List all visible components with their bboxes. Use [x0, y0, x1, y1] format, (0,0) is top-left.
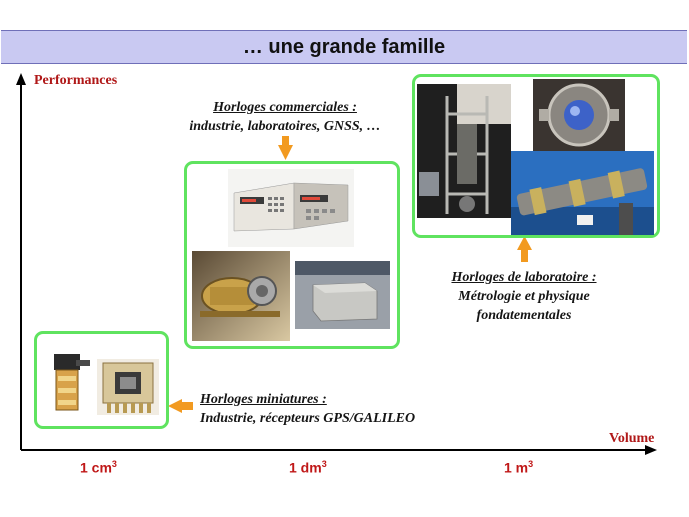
arrow-miniature — [168, 399, 193, 413]
miniature-clock-photo — [44, 346, 94, 418]
caption-laboratory: Horloges de laboratoire : Métrologie et … — [406, 268, 642, 325]
tick-label-m3: 1 m3 — [504, 459, 534, 476]
laboratory-detail-2: fondatementales — [476, 308, 572, 323]
x-axis-label: Volume — [609, 431, 655, 446]
miniature-chip-photo — [97, 359, 159, 415]
caption-miniature: Horloges miniatures : Industrie, récepte… — [200, 390, 500, 428]
y-axis-arrowhead — [16, 73, 26, 85]
commercial-heading: Horloges commerciales : — [213, 100, 357, 115]
commercial-metal-box-photo — [295, 261, 390, 329]
title-bar: … une grande famille — [1, 30, 687, 64]
tick-label-dm3: 1 dm3 — [289, 459, 327, 476]
commercial-detail: industrie, laboratoires, GNSS, … — [189, 119, 381, 134]
caption-commercial: Horloges commerciales : industrie, labor… — [150, 98, 420, 136]
x-axis-arrowhead — [645, 445, 657, 455]
tick-label-cm3: 1 cm3 — [80, 459, 117, 476]
box-miniature-clocks — [34, 331, 169, 429]
box-laboratory-clocks — [412, 74, 660, 238]
arrow-commercial — [278, 136, 293, 160]
miniature-heading: Horloges miniatures : — [200, 392, 327, 407]
laboratory-chamber-photo — [533, 79, 625, 154]
slide-title: … une grande famille — [242, 35, 446, 58]
laboratory-fountain-photo — [417, 84, 511, 218]
y-axis-label: Performances — [34, 73, 118, 88]
miniature-detail: Industrie, récepteurs GPS/GALILEO — [200, 411, 416, 426]
commercial-module-photo — [192, 251, 290, 341]
box-commercial-clocks — [184, 161, 400, 349]
laboratory-detail-1: Métrologie et physique — [458, 289, 590, 304]
laboratory-heading: Horloges de laboratoire : — [451, 270, 597, 285]
laboratory-tube-photo — [511, 151, 654, 235]
commercial-clock-photo — [228, 169, 354, 247]
arrow-laboratory — [517, 236, 532, 262]
